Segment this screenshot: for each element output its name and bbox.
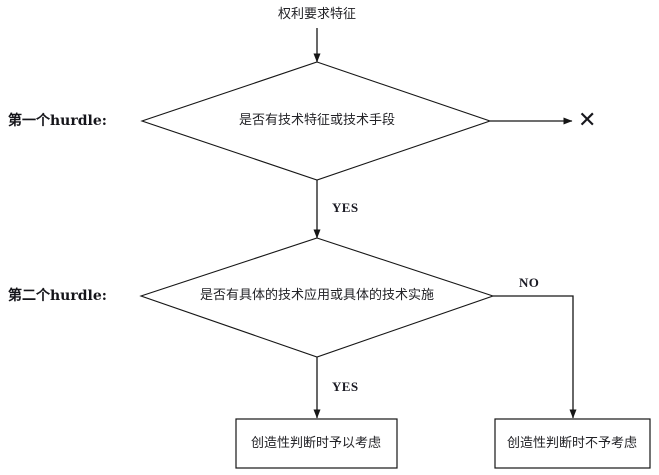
cross-icon: ✕ xyxy=(578,108,597,133)
outcome-not-consider-box xyxy=(494,418,651,469)
outcome-consider-box xyxy=(235,418,398,469)
outcome-consider-label: 创造性判断时予以考虑 xyxy=(250,436,382,451)
second-hurdle-label: 第二个hurdle: xyxy=(8,288,107,304)
outcome-not-consider-label: 创造性判断时不予考虑 xyxy=(506,436,638,451)
decision-2-no-label: NO xyxy=(519,275,540,290)
decision-1-label: 是否有技术特征或技术手段 xyxy=(238,113,396,128)
start-node-label: 权利要求特征 xyxy=(277,7,357,22)
edge-decision-2-no-to-outcome-not-consider xyxy=(493,295,577,419)
decision-2-yes-label: YES xyxy=(332,379,359,394)
decision-1-yes-label: YES xyxy=(332,200,359,215)
decision-2-label: 是否有具体的技术应用或具体的技术实施 xyxy=(199,288,435,303)
first-hurdle-label: 第一个hurdle: xyxy=(8,113,107,129)
